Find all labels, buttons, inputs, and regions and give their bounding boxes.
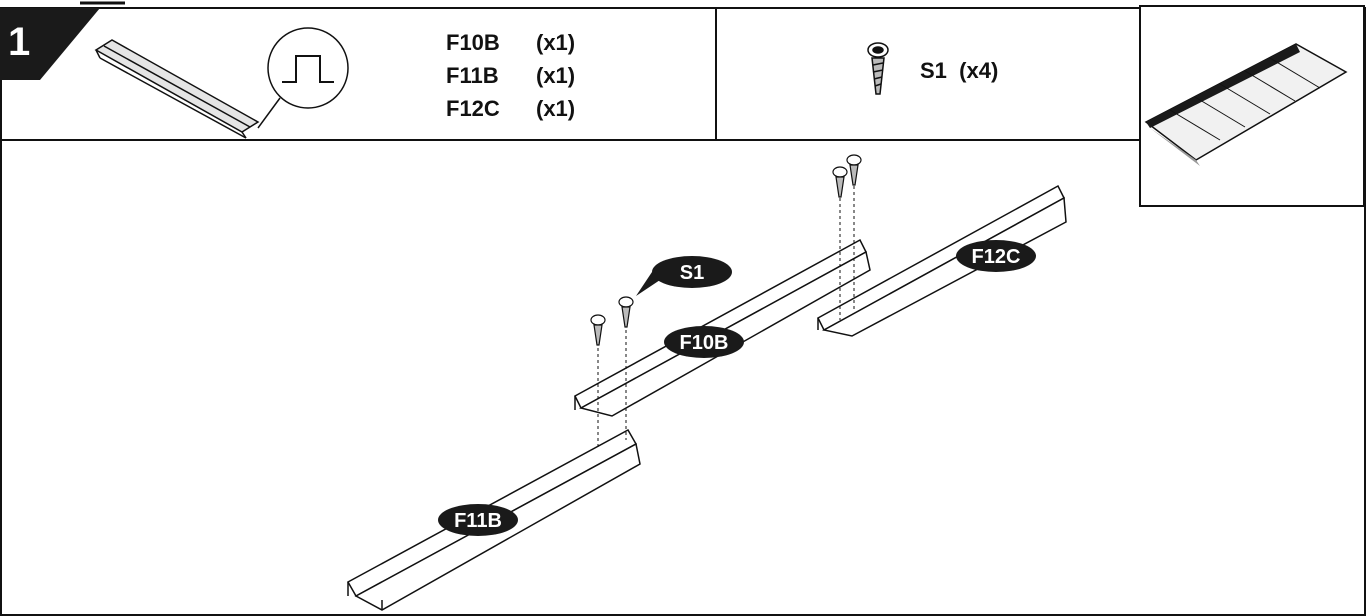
parts-row: F11B (x1): [446, 59, 575, 92]
hardware-label: S1 (x4): [920, 58, 998, 84]
hardware-qty: (x4): [959, 58, 999, 83]
step-badge: [0, 8, 100, 80]
screw-icon: [867, 42, 889, 95]
part-code: F10B: [446, 30, 500, 55]
part-qty: (x1): [536, 30, 576, 55]
part-qty: (x1): [536, 96, 576, 121]
parts-row: F10B (x1): [446, 26, 575, 59]
screw-guides: [597, 174, 855, 450]
rail-f12c: [817, 184, 1067, 337]
step-number: 1: [8, 20, 31, 64]
parts-list: F10B (x1) F11B (x1) F12C (x1): [446, 26, 575, 125]
parts-row: F12C (x1): [446, 92, 575, 125]
hardware-code: S1: [920, 58, 947, 83]
part-code: F12C: [446, 96, 500, 121]
frame-preview-icon: [1139, 5, 1365, 207]
callout-s1-text: S1: [680, 262, 704, 284]
callout-f10b-text: F10B: [680, 332, 729, 354]
callout-f12c: F12C: [956, 240, 1036, 272]
rail-profile-icon: [94, 39, 260, 139]
hat-profile-icon: [257, 27, 349, 129]
callout-f10b: F10B: [664, 326, 744, 358]
screws-drawing: [590, 154, 862, 346]
part-qty: (x1): [536, 63, 576, 88]
callout-f11b: F11B: [438, 504, 518, 536]
callout-s1: S1: [636, 256, 732, 296]
callout-f12c-text: F12C: [972, 246, 1021, 268]
part-code: F11B: [446, 63, 499, 88]
page-frame: [0, 7, 1366, 616]
callout-f11b-text: F11B: [454, 510, 502, 532]
